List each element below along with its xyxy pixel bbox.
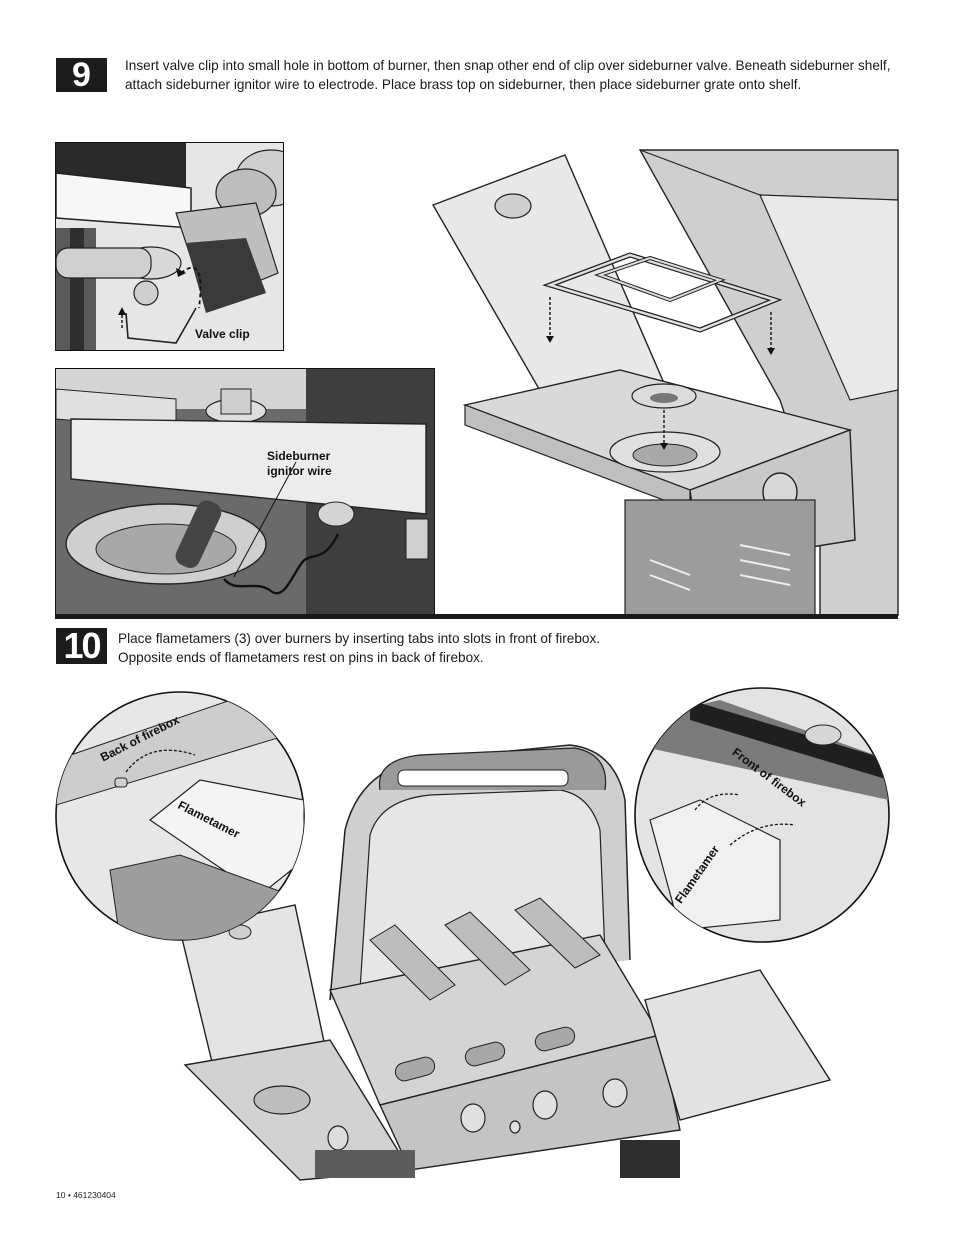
page-footer: 10 • 461230404 — [56, 1190, 116, 1200]
ignitor-wire-label: Sideburner ignitor wire — [267, 449, 332, 479]
footer-separator: • — [67, 1190, 71, 1200]
front-of-firebox-label: Front of firebox — [729, 745, 809, 810]
flametamer-right-label: Flametamer — [672, 842, 723, 907]
step-9-number: 9 — [56, 56, 107, 94]
page-number: 10 — [56, 1190, 66, 1200]
valve-clip-label: Valve clip — [195, 327, 250, 341]
ignitor-label-line2: ignitor wire — [267, 464, 332, 478]
back-of-firebox-label: Back of firebox — [98, 712, 182, 765]
step-10-number: 10 — [56, 625, 107, 666]
step-9-instruction: Insert valve clip into small hole in bot… — [125, 58, 891, 92]
flametamer-left-label: Flametamer — [175, 798, 243, 842]
step-10-instruction: Place flametamers (3) over burners by in… — [118, 629, 678, 667]
ignitor-wire-inset: Sideburner ignitor wire — [55, 368, 435, 615]
ignitor-wire-illustration — [56, 369, 434, 614]
part-number: 461230404 — [73, 1190, 116, 1200]
valve-clip-inset: Valve clip — [55, 142, 284, 351]
ignitor-label-line1: Sideburner — [267, 449, 331, 463]
section-divider — [55, 614, 898, 619]
step-10-instruction-line1: Place flametamers (3) over burners by in… — [118, 631, 601, 646]
valve-clip-illustration — [56, 143, 283, 350]
step-10-instruction-line2: Opposite ends of flametamers rest on pin… — [118, 650, 484, 665]
